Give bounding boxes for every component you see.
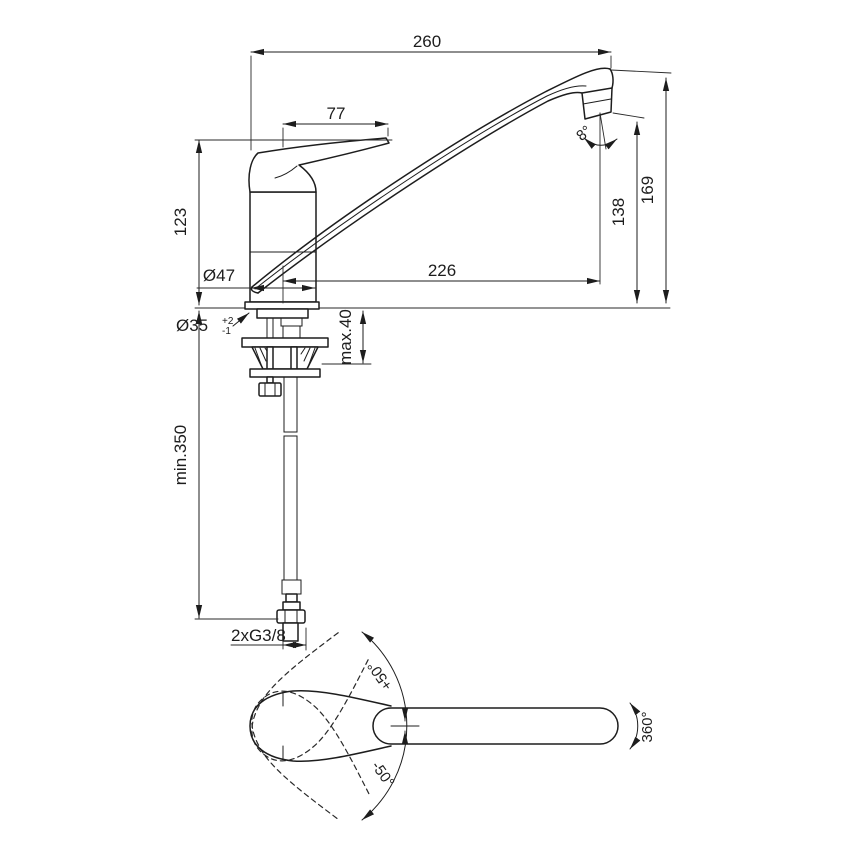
dim-outlet-height-label: 138 (609, 198, 628, 226)
dim-min-hose-length: min.350 (171, 310, 279, 620)
base-flange (244, 301, 320, 310)
dim-height-to-handle-label: 123 (171, 208, 190, 236)
mounting-nut (258, 382, 282, 397)
clamp-washer (249, 368, 321, 378)
dim-spout-reach: 226 (282, 261, 601, 304)
dim-body-diameter: Ø47 (196, 266, 316, 292)
dim-spout-reach-label: 226 (428, 261, 456, 280)
dim-handle-swing-down-label: -50° (368, 758, 398, 790)
supply-hose (276, 376, 306, 642)
dim-handle-length-label: 77 (327, 104, 346, 123)
base-shank (256, 308, 309, 319)
hose-crimp (281, 579, 302, 595)
top-view-handle (249, 689, 392, 763)
dim-supply-connection: 2xG3/8 (230, 626, 307, 651)
dim-hole-diameter-label: Ø35 (176, 316, 208, 335)
dim-max-deck: max.40 (321, 309, 372, 365)
spout-outlet (581, 87, 613, 120)
handle-position-up (251, 632, 370, 762)
dim-hole-diameter: Ø35 +2 -1 (176, 312, 250, 337)
clamp-plate (241, 337, 329, 348)
top-view: +50° -50° 360° (249, 631, 656, 821)
dim-body-diameter-label: Ø47 (203, 266, 235, 285)
dim-spout-swivel-label: 360° (639, 711, 656, 742)
handle-position-down (251, 690, 370, 820)
dim-max-deck-label: max.40 (336, 309, 355, 365)
mounting-hardware (241, 301, 329, 397)
dim-spout-angle-label: 8° (573, 122, 595, 144)
dim-hole-tol-minus: -1 (222, 326, 231, 337)
top-view-spout (372, 707, 619, 745)
threaded-rod (266, 317, 274, 340)
dim-hole-tol-plus: +2 (222, 316, 234, 327)
dim-overall-height-label: 169 (638, 176, 657, 204)
dim-overall-reach: 260 (250, 32, 612, 151)
hose-nut (280, 317, 303, 327)
dim-handle-length: 77 (282, 104, 389, 148)
hose-thread-end (282, 622, 299, 642)
faucet-handle (248, 137, 390, 193)
dim-height-to-handle: 123 (171, 139, 393, 306)
dim-overall-reach-label: 260 (413, 32, 441, 51)
handle-swing-arc: +50° -50° (361, 631, 420, 821)
dim-overall-height: 169 (610, 69, 672, 304)
dim-supply-connection-label: 2xG3/8 (231, 626, 286, 645)
side-view: 260 77 123 min.350 Ø47 (171, 32, 672, 651)
dim-handle-swing-up-label: +50° (364, 658, 396, 694)
hose-hex-nut (276, 609, 306, 624)
faucet-spout (250, 67, 614, 294)
spout-swivel-arc: 360° (629, 702, 656, 750)
dim-min-hose-length-label: min.350 (171, 425, 190, 485)
dim-outlet-height: 138 (609, 112, 645, 304)
